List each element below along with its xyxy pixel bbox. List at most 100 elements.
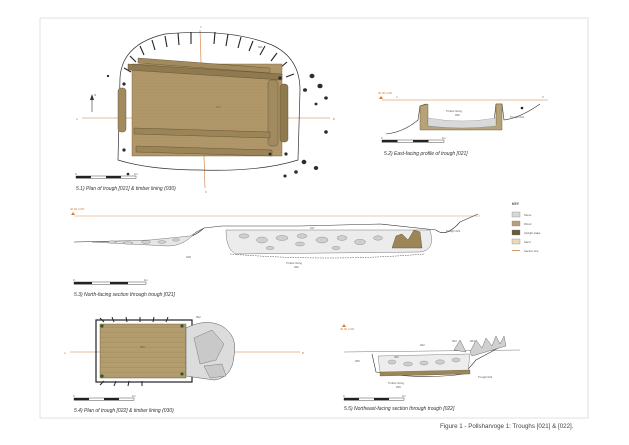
timber-lining-022 (99, 323, 187, 379)
legend-swatch (511, 220, 521, 227)
legend-item: Sand (511, 238, 531, 245)
figure-caption: Figure 1 - Pollsharvoge 1: Troughs [021]… (440, 423, 574, 430)
svg-text:0: 0 (343, 394, 345, 398)
legend-label: Upright stake (524, 231, 541, 235)
plank-right-2 (279, 83, 289, 143)
svg-text:0: 0 (73, 278, 75, 282)
svg-text:030: 030 (455, 113, 460, 117)
stones-022 (193, 329, 227, 379)
svg-text:026: 026 (394, 355, 399, 359)
legend-item: Stone (511, 211, 532, 218)
svg-text:1m: 1m (132, 394, 137, 398)
legend-label: Section line (524, 249, 539, 253)
svg-text:0: 0 (75, 172, 77, 176)
level-marker-2 (379, 96, 383, 99)
svg-text:1m: 1m (134, 172, 139, 176)
legend-item: Section line (512, 249, 539, 253)
svg-text:1m: 1m (402, 394, 407, 398)
stone-fill-profile (427, 117, 497, 129)
panel-profile-trough-021: 40.00 mOD C D Timber lining 030 Trough 0… (378, 91, 548, 157)
svg-text:017: 017 (310, 226, 315, 230)
label-c: C (200, 25, 202, 29)
svg-text:024: 024 (470, 339, 475, 343)
svg-text:1m: 1m (144, 278, 149, 282)
svg-text:B: B (302, 351, 304, 355)
caption-5-3: 5.3) North-facing section through trough… (74, 292, 176, 298)
label-b: B (333, 117, 335, 121)
svg-text:Timber lining: Timber lining (286, 261, 302, 265)
north-arrow: N (90, 93, 96, 112)
scale-bar-5: 0 1m (343, 394, 407, 401)
legend-label: Stone (524, 213, 532, 217)
plank-top-1 (127, 63, 283, 81)
svg-text:D: D (542, 95, 544, 99)
plank-bottom-1 (133, 127, 271, 139)
legend-swatch (511, 229, 521, 236)
legend-item: Upright stake (511, 229, 541, 236)
svg-text:030: 030 (294, 265, 299, 269)
level-label-3: 40.00 mOD (70, 207, 84, 211)
level-label-2: 40.00 mOD (378, 91, 392, 95)
scale-bar-3: 0 1m (73, 278, 149, 285)
legend-label: Sand (524, 240, 531, 244)
legend-swatch (511, 238, 521, 245)
caption-5-2: 5.2) East-facing profile of trough [021] (384, 151, 468, 157)
stones-018 (107, 238, 180, 245)
level-label-5: 40.00 mOD (340, 327, 354, 331)
panel-plan-trough-021: A B C D 021 030 (75, 25, 335, 194)
svg-text:0: 0 (73, 394, 75, 398)
scale-bar-4: 0 1m (73, 394, 137, 401)
scale-bar-1: 0 1m (75, 172, 139, 179)
north-label: N (94, 93, 96, 97)
caption-5-4: 5.4) Plan of trough [022] & timber linin… (74, 408, 174, 414)
panel-section-trough-022: 40.00 mOD 025 026 022 023 024 Timber lin… (340, 324, 521, 412)
level-marker-3 (71, 212, 75, 215)
stake-profile (520, 106, 524, 110)
caption-5-5: 5.5) Northeast-facing section through tr… (344, 406, 455, 412)
svg-text:Timber lining: Timber lining (446, 109, 462, 113)
svg-text:0: 0 (381, 136, 383, 140)
external-posts (106, 73, 328, 178)
upright-slabs-5 (453, 335, 507, 357)
panel-plan-trough-022: A B 022 030 0 1m 5.4) Plan of trough [02… (64, 315, 304, 414)
fill-018 (91, 227, 205, 247)
plank-bottom-2 (135, 145, 273, 157)
svg-text:030: 030 (140, 345, 145, 349)
scale-bar-2: 0 1m (381, 136, 447, 143)
hachures (123, 31, 295, 78)
legend-item: Wood (511, 220, 532, 227)
svg-text:022: 022 (420, 343, 425, 347)
svg-text:Trough 021: Trough 021 (510, 115, 525, 119)
plank-top-2 (137, 57, 271, 74)
svg-text:A: A (64, 351, 66, 355)
trough-021-label: 021 (258, 45, 263, 49)
legend-swatch (511, 211, 521, 218)
label-a: A (76, 117, 78, 121)
stakes-022 (100, 324, 184, 378)
upright-stakes (122, 76, 288, 156)
panel-section-trough-021: 40.00 mOD 017 018 Trough 021 Timber lini… (70, 207, 480, 298)
trough-cut-outline (117, 32, 301, 171)
svg-text:1m: 1m (442, 136, 447, 140)
timber-in-section (391, 229, 423, 249)
plank-left (117, 87, 127, 133)
cut-base-3 (229, 253, 425, 259)
svg-text:023: 023 (452, 339, 457, 343)
caption-5-1: 5.1) Plan of trough [021] & timber linin… (76, 186, 176, 192)
svg-text:Timber lining: Timber lining (388, 381, 404, 385)
svg-text:C: C (396, 95, 398, 99)
svg-text:022: 022 (196, 315, 201, 319)
label-d: D (205, 190, 207, 194)
svg-text:Trough 021: Trough 021 (446, 229, 461, 233)
plank-right-1 (267, 79, 279, 147)
legend-title: KEY (512, 202, 520, 206)
svg-text:025: 025 (355, 359, 360, 363)
stones-5 (387, 357, 461, 367)
wood-030-label: 030 (216, 105, 221, 109)
svg-text:018: 018 (186, 255, 191, 259)
svg-text:Trough 022: Trough 022 (478, 375, 493, 379)
hachures-4 (99, 316, 169, 387)
